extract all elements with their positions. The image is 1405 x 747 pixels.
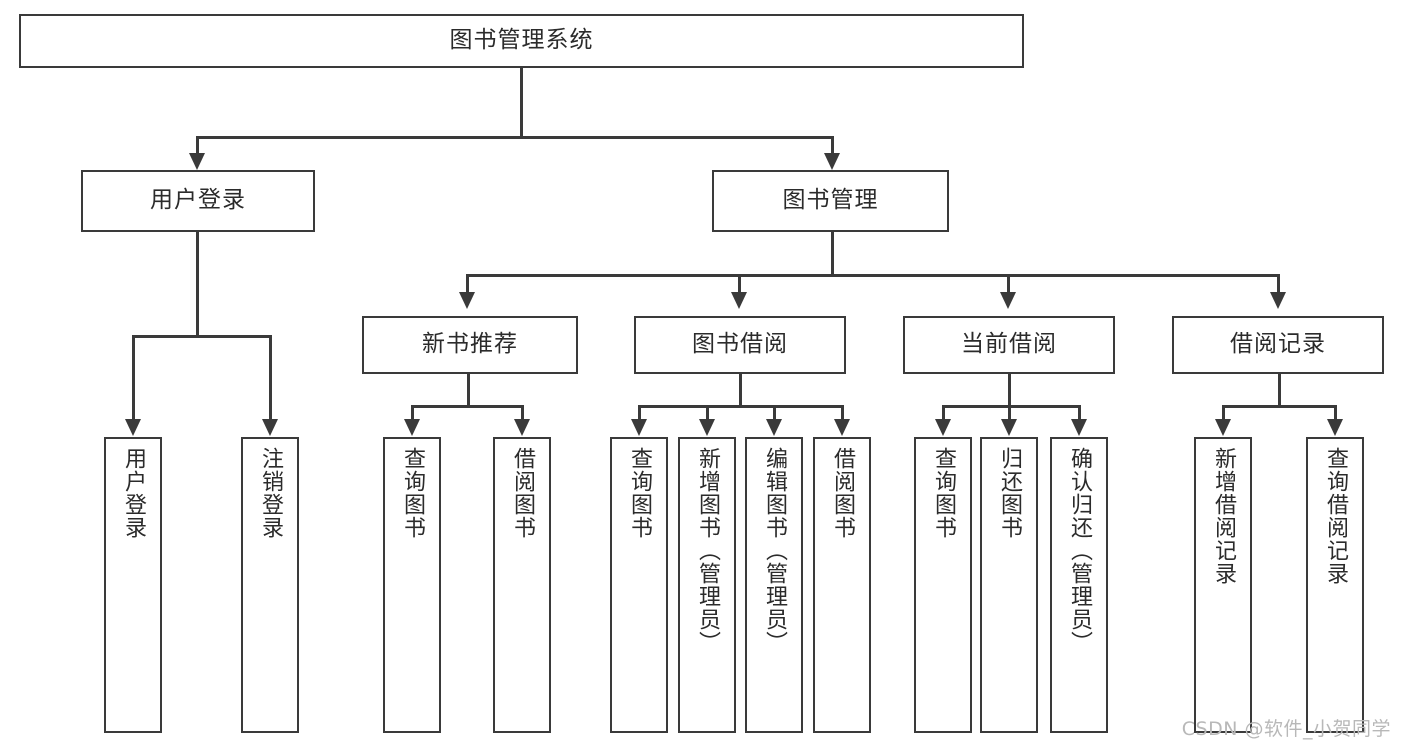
connector-bookborrow-stem <box>739 374 742 405</box>
node-borrow-record[interactable]: 借阅记录 <box>1172 316 1384 374</box>
leaf-bookborrow-edit-book-admin[interactable]: 编辑图书（管理员） <box>745 437 803 733</box>
leaf-label: 编辑图书（管理员） <box>761 447 787 654</box>
arrowhead-book-borrow <box>731 292 747 309</box>
arrowhead-borrow-record <box>1270 292 1286 309</box>
leaf-logout[interactable]: 注销登录 <box>241 437 299 733</box>
node-root-book-management-system[interactable]: 图书管理系统 <box>19 14 1024 68</box>
connector-bookborrow-bus <box>638 405 844 408</box>
connector-userlogin-drop-2 <box>269 335 272 419</box>
node-label: 图书借阅 <box>692 331 788 358</box>
connector-newbook-drop-2 <box>521 405 524 419</box>
connector-root-drop-right <box>831 136 834 158</box>
arrowhead-current-borrow <box>1000 292 1016 309</box>
leaf-bookborrow-add-book-admin[interactable]: 新增图书（管理员） <box>678 437 736 733</box>
leaf-label: 查询借阅记录 <box>1322 447 1348 585</box>
connector-currentborrow-drop-3 <box>1078 405 1081 419</box>
connector-l3-drop-2 <box>738 274 741 296</box>
leaf-newbook-borrow-book[interactable]: 借阅图书 <box>493 437 551 733</box>
arrowhead-new-book <box>459 292 475 309</box>
leaf-label: 用户登录 <box>120 447 146 539</box>
leaf-label: 借阅图书 <box>829 447 855 539</box>
connector-userlogin-stem <box>196 232 199 335</box>
arrowhead-user-login <box>189 153 205 170</box>
leaf-label: 确认归还（管理员） <box>1066 447 1092 654</box>
connector-root-drop-left <box>196 136 199 158</box>
connector-currentborrow-drop-1 <box>942 405 945 419</box>
connector-l3-drop-3 <box>1007 274 1010 296</box>
connector-bookmanage-bus <box>466 274 1280 277</box>
connector-bookborrow-drop-4 <box>841 405 844 419</box>
arrowhead-bookborrow-leaf-4 <box>834 419 850 436</box>
leaf-currentborrow-query-book[interactable]: 查询图书 <box>914 437 972 733</box>
leaf-borrowrecord-query-record[interactable]: 查询借阅记录 <box>1306 437 1364 733</box>
node-book-borrow[interactable]: 图书借阅 <box>634 316 846 374</box>
arrowhead-currentborrow-leaf-3 <box>1071 419 1087 436</box>
connector-borrowrecord-drop-2 <box>1334 405 1337 419</box>
connector-bookborrow-drop-3 <box>773 405 776 419</box>
connector-borrowrecord-drop-1 <box>1222 405 1225 419</box>
connector-root-bus <box>196 136 834 139</box>
connector-l3-drop-4 <box>1277 274 1280 296</box>
connector-newbook-drop-1 <box>411 405 414 419</box>
leaf-label: 借阅图书 <box>509 447 535 539</box>
leaf-currentborrow-return-book[interactable]: 归还图书 <box>980 437 1038 733</box>
connector-bookborrow-drop-2 <box>706 405 709 419</box>
node-label: 新书推荐 <box>422 331 518 358</box>
arrowhead-currentborrow-leaf-2 <box>1001 419 1017 436</box>
node-label: 用户登录 <box>150 187 246 214</box>
leaf-label: 查询图书 <box>399 447 425 539</box>
leaf-label: 新增借阅记录 <box>1210 447 1236 585</box>
arrowhead-newbook-leaf-1 <box>404 419 420 436</box>
connector-bookborrow-drop-1 <box>638 405 641 419</box>
leaf-bookborrow-query-book[interactable]: 查询图书 <box>610 437 668 733</box>
connector-userlogin-drop-1 <box>132 335 135 419</box>
arrowhead-bookborrow-leaf-1 <box>631 419 647 436</box>
leaf-label: 归还图书 <box>996 447 1022 539</box>
connector-currentborrow-drop-2 <box>1008 405 1011 419</box>
node-label: 当前借阅 <box>961 331 1057 358</box>
arrowhead-leaf-user-login <box>125 419 141 436</box>
arrowhead-leaf-logout <box>262 419 278 436</box>
connector-root-stem <box>520 68 523 136</box>
leaf-bookborrow-borrow-book[interactable]: 借阅图书 <box>813 437 871 733</box>
node-user-login[interactable]: 用户登录 <box>81 170 315 232</box>
arrowhead-bookborrow-leaf-2 <box>699 419 715 436</box>
connector-userlogin-bus <box>132 335 272 338</box>
connector-l3-drop-1 <box>466 274 469 296</box>
leaf-currentborrow-confirm-return-admin[interactable]: 确认归还（管理员） <box>1050 437 1108 733</box>
connector-borrowrecord-bus <box>1222 405 1337 408</box>
node-new-book-recommend[interactable]: 新书推荐 <box>362 316 578 374</box>
watermark-text: CSDN @软件_小贺同学 <box>1181 718 1391 740</box>
connector-currentborrow-stem <box>1008 374 1011 405</box>
leaf-label: 查询图书 <box>930 447 956 539</box>
connector-borrowrecord-stem <box>1278 374 1281 405</box>
leaf-label: 新增图书（管理员） <box>694 447 720 654</box>
arrowhead-currentborrow-leaf-1 <box>935 419 951 436</box>
arrowhead-borrowrecord-leaf-1 <box>1215 419 1231 436</box>
connector-newbook-bus <box>411 405 524 408</box>
node-current-borrow[interactable]: 当前借阅 <box>903 316 1115 374</box>
leaf-newbook-query-book[interactable]: 查询图书 <box>383 437 441 733</box>
leaf-label: 查询图书 <box>626 447 652 539</box>
node-label: 图书管理 <box>782 187 879 214</box>
arrowhead-book-manage <box>824 153 840 170</box>
node-label: 图书管理系统 <box>449 27 594 54</box>
arrowhead-borrowrecord-leaf-2 <box>1327 419 1343 436</box>
leaf-user-login[interactable]: 用户登录 <box>104 437 162 733</box>
leaf-borrowrecord-add-record[interactable]: 新增借阅记录 <box>1194 437 1252 733</box>
node-book-management[interactable]: 图书管理 <box>712 170 949 232</box>
connector-bookmanage-stem <box>831 232 834 274</box>
connector-newbook-stem <box>467 374 470 405</box>
arrowhead-newbook-leaf-2 <box>514 419 530 436</box>
connector-currentborrow-bus <box>942 405 1081 408</box>
arrowhead-bookborrow-leaf-3 <box>766 419 782 436</box>
node-label: 借阅记录 <box>1230 331 1326 358</box>
leaf-label: 注销登录 <box>257 447 283 539</box>
